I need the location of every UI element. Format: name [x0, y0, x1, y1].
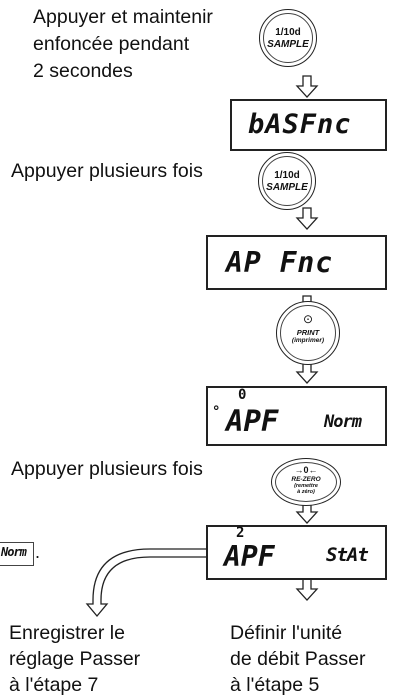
lcd-code: APF: [226, 404, 279, 438]
norm-display-icon: Norm: [0, 542, 34, 566]
outcome-left-line-1: Enregistrer le: [9, 622, 125, 644]
rezero-button-sublabel-1: (remettre: [294, 483, 318, 489]
lcd-text: AP Fnc: [226, 246, 334, 279]
sample-button-label: SAMPLE: [267, 39, 309, 50]
instruction-hold-line-2: enfoncée pendant: [33, 33, 190, 55]
instruction-press-1: Appuyer plusieurs fois: [11, 160, 203, 182]
instruction-hold-line-1: Appuyer et maintenir: [33, 6, 213, 28]
lcd-value: StAt: [326, 544, 369, 566]
print-button[interactable]: ⊙ PRINT (imprimer): [276, 301, 340, 365]
lcd-display-basfnc: bASFnc: [230, 99, 387, 151]
lcd-display-apfnc: AP Fnc: [206, 235, 387, 290]
down-arrow-1: [295, 75, 319, 98]
outcome-right-line-3: à l'étape 5: [230, 674, 320, 696]
outcome-right-line-2: de débit Passer: [230, 648, 366, 670]
outcome-left-line-2: réglage Passer: [9, 648, 141, 670]
rezero-button[interactable]: →0← RE-ZERO (remettre à zéro): [271, 458, 341, 506]
print-button-sublabel: (imprimer): [291, 337, 325, 344]
lcd-value: Norm: [324, 412, 362, 432]
lcd-index: 2: [236, 525, 245, 541]
norm-icon-period: .: [35, 542, 41, 562]
sample-button-label-top: 1/10d: [274, 170, 300, 181]
lcd-text: bASFnc: [248, 109, 352, 140]
lcd-dot: °: [212, 404, 221, 420]
down-arrow-6: [295, 578, 319, 601]
down-arrow-2: [295, 207, 319, 230]
lcd-display-apf-stat: 2 APF StAt: [206, 525, 387, 580]
print-symbol-icon: ⊙: [302, 312, 314, 326]
curved-arrow-left: [85, 548, 208, 618]
lcd-index: 0: [238, 387, 247, 403]
sample-button-1[interactable]: 1/10d SAMPLE: [259, 9, 317, 67]
norm-icon-text: Norm: [1, 545, 27, 559]
print-button-label: PRINT: [296, 328, 320, 337]
rezero-button-sublabel-2: à zéro): [297, 489, 315, 495]
outcome-right-line-1: Définir l'unité: [230, 622, 343, 644]
lcd-display-apf-norm: 0 ° APF Norm: [206, 386, 387, 446]
lcd-code: APF: [224, 540, 275, 573]
instruction-press-2: Appuyer plusieurs fois: [11, 458, 203, 480]
zero-arrows-icon: →0←: [294, 465, 318, 475]
sample-button-label: SAMPLE: [266, 182, 308, 193]
down-arrow-4: [295, 361, 319, 384]
sample-button-label-top: 1/10d: [275, 27, 301, 38]
sample-button-2[interactable]: 1/10d SAMPLE: [258, 152, 316, 210]
outcome-left-line-3: à l'étape 7: [9, 674, 99, 696]
instruction-hold-line-3: 2 secondes: [33, 60, 133, 82]
rezero-button-label: RE-ZERO: [291, 476, 321, 483]
